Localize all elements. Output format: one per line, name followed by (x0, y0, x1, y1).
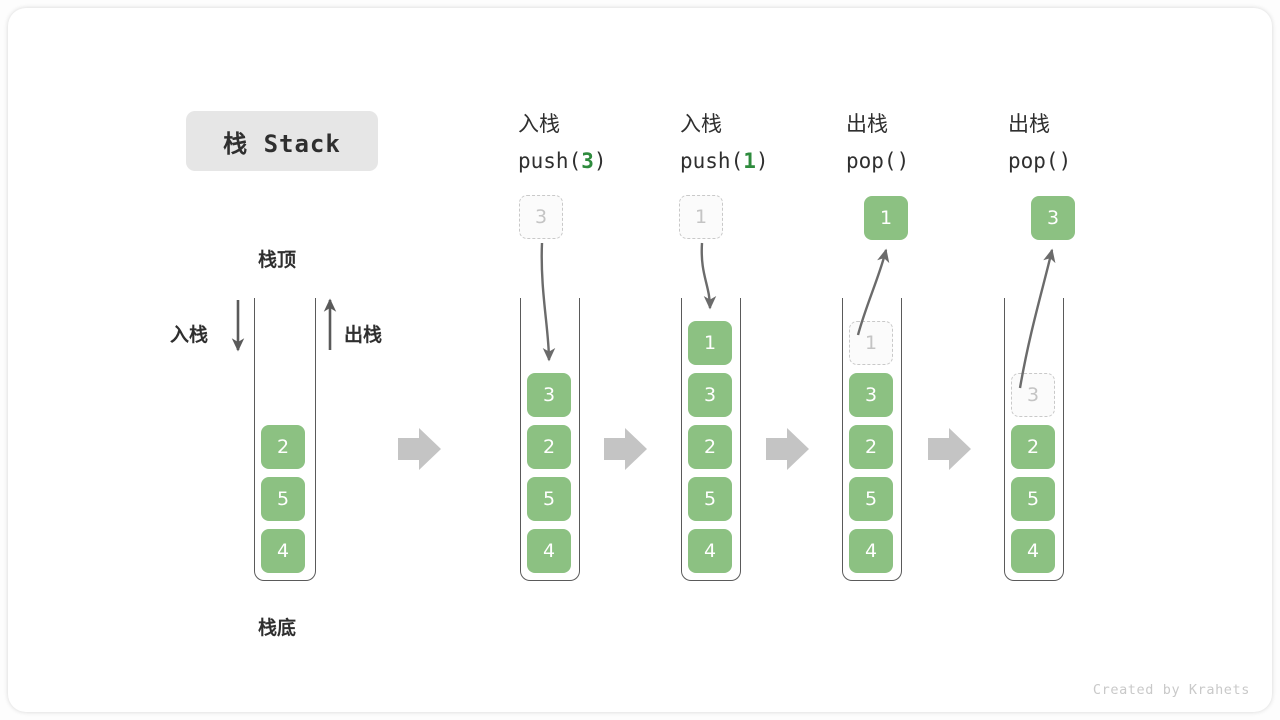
col-head-pop-1: 出栈 pop() (846, 106, 909, 180)
stack-cell: 4 (1011, 529, 1055, 573)
stack-container-initial (254, 298, 316, 581)
label-stack-top: 栈顶 (258, 249, 297, 271)
stack-cell: 3 (527, 373, 571, 417)
external-cell-pop-3: 3 (1031, 196, 1075, 240)
stack-container-pop-3 (1004, 298, 1064, 581)
col-head-pop-3: 出栈 pop() (1008, 106, 1071, 180)
col-head-close: ) (1058, 149, 1072, 173)
stack-container-push-3 (520, 298, 580, 581)
stack-cell: 2 (849, 425, 893, 469)
stack-cell: 1 (688, 321, 732, 365)
label-push-side: 入栈 (170, 324, 209, 346)
stack-cell: 5 (527, 477, 571, 521)
stack-walls (520, 298, 580, 581)
stack-cell: 2 (261, 425, 305, 469)
stack-cell-ghost: 1 (849, 321, 893, 365)
stack-cell: 4 (849, 529, 893, 573)
col-head-line1: 入栈 (680, 112, 722, 136)
stack-cell-ghost: 3 (1011, 373, 1055, 417)
stack-cell: 2 (527, 425, 571, 469)
stack-cell: 3 (688, 373, 732, 417)
stack-cell: 5 (1011, 477, 1055, 521)
stack-container-push-1 (681, 298, 741, 581)
col-head-line1: 出栈 (1008, 112, 1050, 136)
stack-cell: 5 (261, 477, 305, 521)
label-pop-side: 出栈 (344, 324, 383, 346)
col-head-close: ) (755, 149, 769, 173)
stack-walls (1004, 298, 1064, 581)
stack-cell: 2 (1011, 425, 1055, 469)
stack-cell: 2 (688, 425, 732, 469)
col-head-fn: push( (680, 149, 744, 173)
col-head-arg: 3 (581, 149, 594, 173)
stack-walls (842, 298, 902, 581)
stack-walls (681, 298, 741, 581)
col-head-fn: pop( (846, 149, 897, 173)
stack-cell: 4 (527, 529, 571, 573)
stack-cell: 3 (849, 373, 893, 417)
col-head-push-3: 入栈 push(3) (518, 106, 607, 180)
stack-cell: 4 (261, 529, 305, 573)
external-cell-pop-1: 1 (864, 196, 908, 240)
label-stack-bottom: 栈底 (258, 617, 297, 639)
footer-credit: Created by Krahets (1092, 682, 1250, 698)
stack-cell: 5 (849, 477, 893, 521)
col-head-fn: pop( (1008, 149, 1059, 173)
col-head-close: ) (593, 149, 607, 173)
diagram-title: 栈 Stack (186, 111, 378, 171)
stack-container-pop-1 (842, 298, 902, 581)
stack-cell: 5 (688, 477, 732, 521)
col-head-line1: 出栈 (846, 112, 888, 136)
col-head-arg: 1 (743, 149, 756, 173)
col-head-push-1: 入栈 push(1) (680, 106, 769, 180)
col-head-close: ) (896, 149, 910, 173)
stack-walls (254, 298, 316, 581)
external-cell-push-1: 1 (679, 195, 723, 239)
col-head-fn: push( (518, 149, 582, 173)
stack-cell: 4 (688, 529, 732, 573)
external-cell-push-3: 3 (519, 195, 563, 239)
col-head-line1: 入栈 (518, 112, 560, 136)
